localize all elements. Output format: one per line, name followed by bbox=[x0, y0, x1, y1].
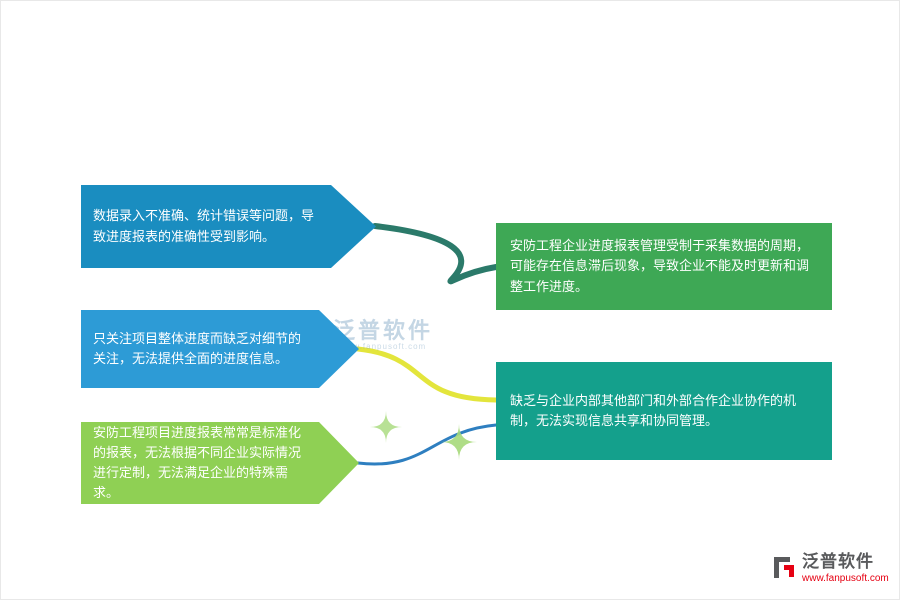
issue-node-standardized-report: 安防工程项目进度报表常常是标准化的报表，无法根据不同企业实际情况进行定制，无法满… bbox=[81, 422, 359, 504]
issue-node-text: 只关注项目整体进度而缺乏对细节的关注，无法提供全面的进度信息。 bbox=[93, 330, 302, 366]
watermark: 泛普软件 www.fanpusoft.com bbox=[333, 318, 434, 352]
connector-middle bbox=[355, 346, 499, 403]
issue-node-text: 安防工程项目进度报表常常是标准化的报表，无法根据不同企业实际情况进行定制，无法满… bbox=[93, 424, 302, 501]
issue-node-data-accuracy: 数据录入不准确、统计错误等问题，导致进度报表的准确性受到影响。 bbox=[81, 185, 376, 268]
brand-name: 泛普软件 bbox=[802, 552, 874, 571]
brand-url: www.fanpusoft.com bbox=[802, 572, 889, 584]
issue-node-collaboration: 缺乏与企业内部其他部门和外部合作企业协作的机制，无法实现信息共享和协同管理。 bbox=[496, 362, 832, 460]
issue-node-text: 数据录入不准确、统计错误等问题，导致进度报表的准确性受到影响。 bbox=[93, 208, 315, 244]
brand-logo: 泛普软件 www.fanpusoft.com bbox=[771, 552, 889, 585]
sparkle-icon bbox=[441, 424, 477, 460]
connector-bottom bbox=[356, 423, 498, 466]
fanpu-logo-icon bbox=[774, 557, 794, 578]
watermark-subtext: www.fanpusoft.com bbox=[339, 342, 427, 352]
connector-top bbox=[372, 223, 499, 285]
issue-node-detail-missing: 只关注项目整体进度而缺乏对细节的关注，无法提供全面的进度信息。 bbox=[81, 310, 359, 388]
watermark-text: 泛普软件 bbox=[333, 318, 434, 343]
sparkle-icon bbox=[370, 411, 402, 443]
issue-node-data-lag: 安防工程企业进度报表管理受制于采集数据的周期，可能存在信息滞后现象，导致企业不能… bbox=[496, 223, 832, 310]
issue-node-text: 缺乏与企业内部其他部门和外部合作企业协作的机制，无法实现信息共享和协同管理。 bbox=[510, 392, 797, 428]
issue-node-text: 安防工程企业进度报表管理受制于采集数据的周期，可能存在信息滞后现象，导致企业不能… bbox=[510, 238, 810, 294]
